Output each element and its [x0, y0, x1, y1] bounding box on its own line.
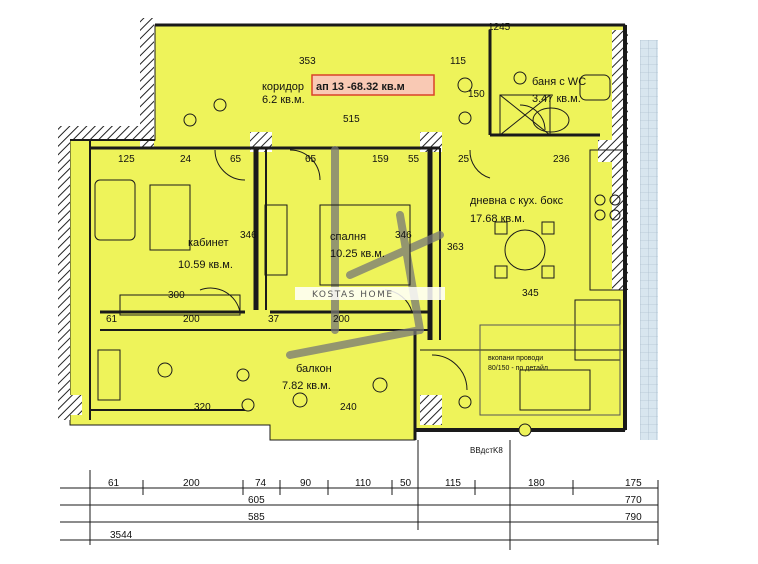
room-area-balcony: 7.82 кв.м.: [282, 380, 331, 392]
room-area-bedroom: 10.25 кв.м.: [330, 248, 385, 260]
fixture-markers: [157, 71, 532, 437]
dim-inner-19: 240: [340, 402, 357, 413]
tech-box: [479, 324, 621, 416]
dim-inner-15: 61: [106, 314, 118, 325]
dim-inner-1: 125: [118, 154, 135, 165]
chain1-8: 180: [528, 478, 545, 489]
chain1-2: 200: [183, 478, 200, 489]
dim-inner-17: 200: [333, 314, 350, 325]
chain1-9: 175: [625, 478, 642, 489]
dim-inner-13: 300: [168, 290, 185, 301]
tag-bbdstk8: BBдстK8: [470, 446, 503, 455]
room-area-corridor: 6.2 кв.м.: [262, 94, 305, 106]
dim-top-1: 353: [299, 56, 316, 67]
apartment-banner: ап 13 -68.32 кв.м: [311, 74, 435, 96]
chain1-6: 50: [400, 478, 412, 489]
chain2-1: 605: [248, 495, 265, 506]
banner-text: ап 13 -68.32 кв.м: [316, 81, 405, 93]
chain1-4: 90: [300, 478, 312, 489]
room-name-living: дневна с кух. бокс: [470, 195, 564, 207]
watermark: KOSTAS HOME: [295, 287, 445, 300]
chain3-1: 585: [248, 512, 265, 523]
room-area-living: 17.68 кв.м.: [470, 213, 525, 225]
inner-dimensions: 353 115 150 515 125 24 65 65 159 55 25 2…: [106, 22, 570, 455]
room-name-balcony: балкон: [296, 363, 332, 375]
chain1-5: 110: [355, 478, 371, 489]
note-line-2: 80/150 - по детайл: [488, 364, 548, 372]
dimension-chains: [60, 440, 659, 550]
chain1-1: 61: [108, 478, 120, 489]
chain1-7: 115: [445, 478, 461, 489]
note-line-1: вкопани проводи: [488, 355, 543, 362]
dim-inner-10: 346: [395, 230, 412, 241]
furniture: [94, 74, 626, 411]
dim-inner-18: 320: [194, 402, 211, 413]
room-name-bath: баня с WC: [532, 76, 586, 88]
room-labels: коридор 6.2 кв.м. баня с WC 3.47 кв.м. к…: [178, 76, 586, 392]
dim-inner-6: 55: [408, 154, 420, 165]
chain4-1: 3544: [110, 530, 133, 541]
dim-inner-16: 37: [268, 314, 280, 325]
dim-top-2: 115: [450, 56, 466, 67]
dim-inner-7: 25: [458, 154, 470, 165]
dim-inner-11: 363: [447, 242, 464, 253]
dim-inner-9: 346: [240, 230, 257, 241]
room-name-corridor: коридор: [262, 81, 304, 93]
dim-inner-2: 24: [180, 154, 192, 165]
chain1-3: 74: [255, 478, 267, 489]
watermark-text: KOSTAS HOME: [312, 290, 394, 300]
dim-inner-5: 159: [372, 154, 389, 165]
chain2-2: 770: [625, 495, 642, 506]
dim-inner-3: 65: [230, 154, 242, 165]
room-name-study: кабинет: [188, 237, 228, 249]
dim-inner-4: 65: [305, 154, 317, 165]
dim-tag-1245: 1245: [488, 22, 511, 33]
room-area-study: 10.59 кв.м.: [178, 259, 233, 271]
room-name-bedroom: спалня: [330, 231, 366, 243]
chain-labels: 61 200 74 90 110 50 115 180 175 605 770 …: [108, 478, 642, 541]
dim-inner-8: 236: [553, 154, 570, 165]
room-area-bath: 3.47 кв.м.: [532, 93, 581, 105]
chain3-2: 790: [625, 512, 642, 523]
dim-top-4: 515: [343, 114, 360, 125]
dim-inner-12: 345: [522, 288, 539, 299]
facade-strip: [640, 40, 658, 440]
dim-inner-14: 200: [183, 314, 200, 325]
dim-top-3: 150: [468, 89, 485, 100]
